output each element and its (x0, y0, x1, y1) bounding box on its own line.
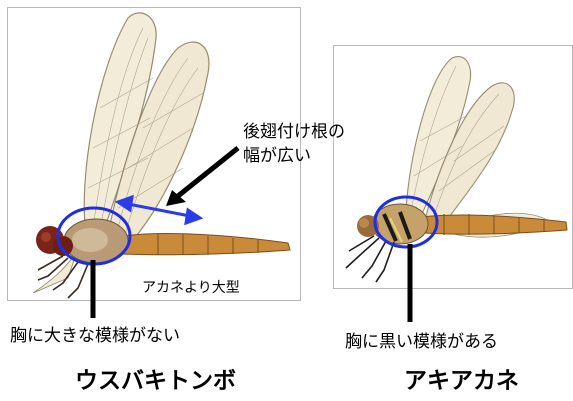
species-name-right: アキアカネ (404, 370, 519, 393)
wing-base-pointer-arrow (166, 148, 238, 206)
label-black-thorax-pattern: 胸に黒い模様がある (345, 334, 498, 351)
thorax-highlight-circle-right (375, 197, 437, 247)
label-no-thorax-pattern: 胸に大きな模様がない (10, 328, 180, 345)
species-name-left: ウスバキトンボ (75, 370, 236, 393)
label-larger-than-akane: アカネより大型 (142, 281, 240, 295)
wing-width-arrow (118, 197, 200, 223)
callout-wing-base: 後翅付け根の 幅が広い (243, 120, 345, 168)
thorax-highlight-circle-left (58, 208, 130, 264)
callout-wing-base-line1: 後翅付け根の (243, 120, 345, 144)
callout-wing-base-line2: 幅が広い (243, 144, 345, 168)
